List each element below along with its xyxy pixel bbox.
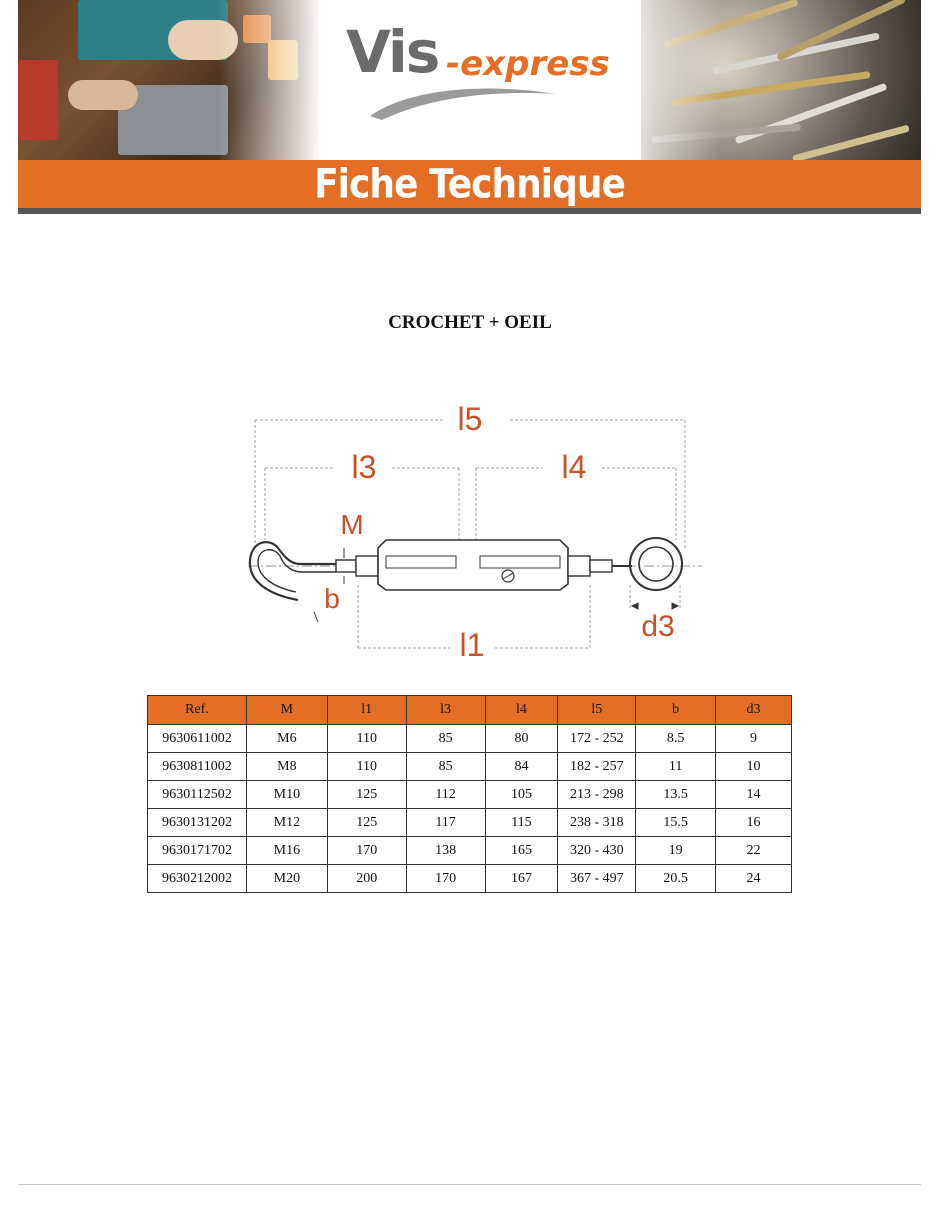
cell-d3: 16 xyxy=(715,808,792,837)
specification-table: Ref. M l1 l3 l4 l5 b d3 9630611002 M6 11… xyxy=(147,695,792,893)
cell-ref: 9630611002 xyxy=(147,724,247,753)
cell-l3: 117 xyxy=(405,808,486,837)
cell-l5: 172 - 252 xyxy=(557,724,637,753)
label-l3: l3 xyxy=(352,449,377,485)
cell-l3: 170 xyxy=(405,864,486,893)
cell-l4: 165 xyxy=(484,836,559,865)
cell-d3: 14 xyxy=(715,780,792,809)
cell-b: 15.5 xyxy=(635,808,717,837)
cell-l4: 115 xyxy=(484,808,559,837)
cell-d3: 24 xyxy=(715,864,792,893)
cell-m: M6 xyxy=(245,724,328,753)
vis-express-logo: Vis -express xyxy=(346,18,626,120)
cell-l4: 84 xyxy=(484,752,559,781)
cell-ref: 9630811002 xyxy=(147,752,247,781)
logo-swoosh xyxy=(370,88,556,120)
cell-l4: 105 xyxy=(484,780,559,809)
cell-m: M12 xyxy=(245,808,328,837)
cell-l5: 320 - 430 xyxy=(557,836,637,865)
cell-l3: 112 xyxy=(405,780,486,809)
cell-b: 11 xyxy=(635,752,717,781)
cell-l1: 125 xyxy=(326,780,407,809)
cell-l3: 85 xyxy=(405,724,486,753)
label-l4: l4 xyxy=(562,449,587,485)
cell-b: 19 xyxy=(635,836,717,865)
header-d3: d3 xyxy=(715,695,792,725)
table-row: 9630212002 M20 200 170 167 367 - 497 20.… xyxy=(147,864,792,893)
cell-ref: 9630131202 xyxy=(147,808,247,837)
header-m: M xyxy=(245,695,328,725)
banner-title: Fiche Technique xyxy=(314,161,626,207)
footer-divider xyxy=(18,1184,921,1185)
header-l3: l3 xyxy=(405,695,486,725)
table-header-row: Ref. M l1 l3 l4 l5 b d3 xyxy=(147,695,792,725)
logo-main-text: Vis xyxy=(346,18,440,86)
cell-l4: 80 xyxy=(484,724,559,753)
cell-m: M16 xyxy=(245,836,328,865)
banner-underline xyxy=(18,208,921,214)
cell-l5: 238 - 318 xyxy=(557,808,637,837)
header-l4: l4 xyxy=(484,695,559,725)
turnbuckle-diagram: l5 l3 l4 M b l1 d3 xyxy=(248,401,702,663)
label-d3: d3 xyxy=(641,610,674,643)
cell-l1: 110 xyxy=(326,724,407,753)
cell-m: M10 xyxy=(245,780,328,809)
cell-l5: 367 - 497 xyxy=(557,864,637,893)
cell-l3: 85 xyxy=(405,752,486,781)
cell-l1: 125 xyxy=(326,808,407,837)
label-l1: l1 xyxy=(460,627,485,663)
cell-ref: 9630212002 xyxy=(147,864,247,893)
cell-b: 20.5 xyxy=(635,864,717,893)
header-ref: Ref. xyxy=(147,695,247,725)
cell-m: M20 xyxy=(245,864,328,893)
cell-l1: 170 xyxy=(326,836,407,865)
cell-d3: 9 xyxy=(715,724,792,753)
cell-l5: 213 - 298 xyxy=(557,780,637,809)
label-m: M xyxy=(340,509,363,540)
label-b: b xyxy=(324,583,340,614)
cell-l4: 167 xyxy=(484,864,559,893)
table-row: 9630171702 M16 170 138 165 320 - 430 19 … xyxy=(147,836,792,865)
cell-b: 8.5 xyxy=(635,724,717,753)
table-row: 9630611002 M6 110 85 80 172 - 252 8.5 9 xyxy=(147,724,792,753)
header-banner: Vis -express Fiche Technique xyxy=(18,0,921,214)
product-title: CROCHET + OEIL xyxy=(388,312,552,333)
header-b: b xyxy=(635,695,717,725)
cell-l1: 200 xyxy=(326,864,407,893)
table-row: 9630112502 M10 125 112 105 213 - 298 13.… xyxy=(147,780,792,809)
logo-sub-text: -express xyxy=(446,44,610,84)
cell-d3: 10 xyxy=(715,752,792,781)
table-row: 9630811002 M8 110 85 84 182 - 257 11 10 xyxy=(147,752,792,781)
header-l1: l1 xyxy=(326,695,407,725)
table-row: 9630131202 M12 125 117 115 238 - 318 15.… xyxy=(147,808,792,837)
header-l5: l5 xyxy=(557,695,637,725)
cell-l1: 110 xyxy=(326,752,407,781)
cell-m: M8 xyxy=(245,752,328,781)
cell-ref: 9630171702 xyxy=(147,836,247,865)
cell-b: 13.5 xyxy=(635,780,717,809)
cell-ref: 9630112502 xyxy=(147,780,247,809)
cell-l5: 182 - 257 xyxy=(557,752,637,781)
cell-d3: 22 xyxy=(715,836,792,865)
label-l5: l5 xyxy=(458,401,483,437)
cell-l3: 138 xyxy=(405,836,486,865)
fiche-technique-bar: Fiche Technique xyxy=(18,160,921,208)
